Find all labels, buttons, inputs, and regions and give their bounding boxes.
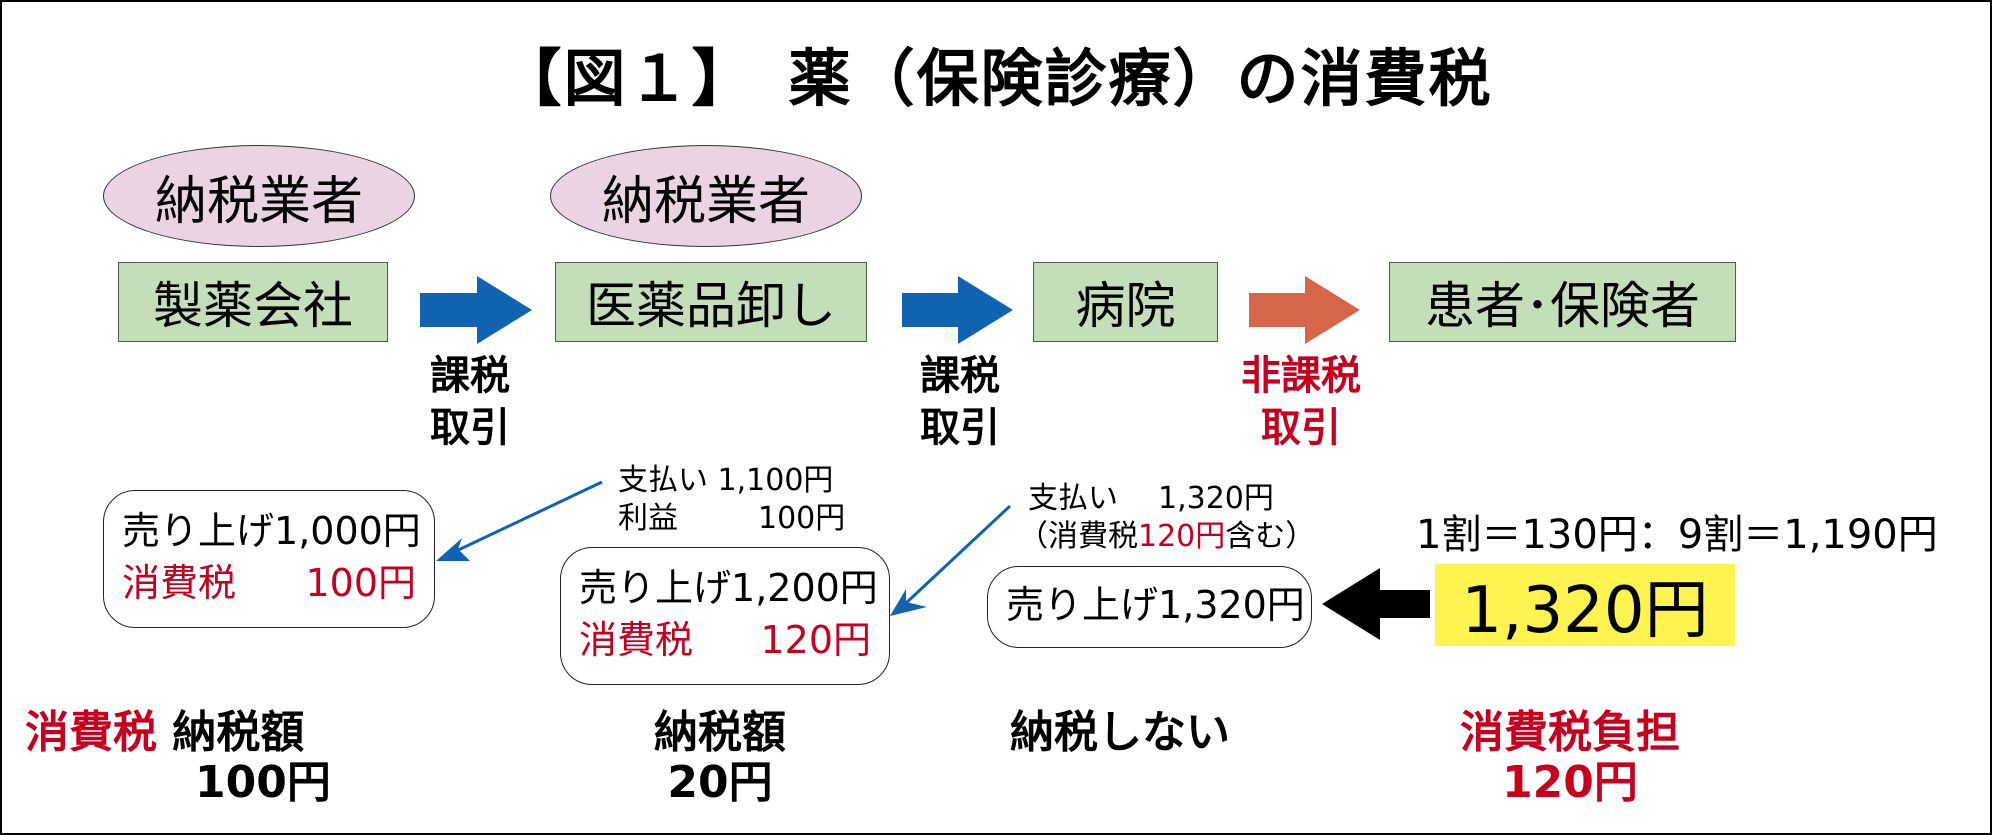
payment-pointer-1-head xyxy=(436,538,470,561)
summary-tax-paid-value: 20円 xyxy=(667,757,773,808)
summary-wholesaler: 納税額 20円 xyxy=(620,708,820,808)
patient-payment-arrow xyxy=(1322,568,1430,640)
transaction-label-3: 非課税 取引 xyxy=(1226,350,1376,454)
summary-tax-paid-label: 納税額 xyxy=(172,707,305,758)
payment-pointer-2-head xyxy=(890,589,927,616)
transaction-label-2-line2: 取引 xyxy=(920,405,1000,451)
transaction-label-1: 課税 取引 xyxy=(420,350,520,454)
payment-note-1-value: 1,100円 xyxy=(717,463,834,498)
payment-note-wholesaler: 支払い 1,100円 利益 100円 xyxy=(618,462,845,538)
summary-tax-paid-label: 納税額 xyxy=(654,707,786,758)
figure-title: 【図１】 薬（保険診療）の消費税 xyxy=(499,42,1493,115)
transaction-label-2: 課税 取引 xyxy=(910,350,1010,454)
payment-note-hospital: 支払い 1,320円 （消費税120円含む） xyxy=(1018,480,1315,556)
payment-pointer-1 xyxy=(451,480,603,555)
summary-tax-paid-value: 100円 xyxy=(195,757,331,808)
payment-note-2-label: 支払い xyxy=(1028,481,1118,516)
patient-split: 1割＝130円：9割＝1,190円 xyxy=(1416,512,1938,558)
payment-note-2-value: 1,320円 xyxy=(1158,481,1274,516)
payment-pointer-2 xyxy=(903,504,1012,606)
sales-label: 売り上げ xyxy=(122,509,275,553)
entity-patient-insurer: 患者･保険者 xyxy=(1389,262,1736,342)
transaction-label-1-line2: 取引 xyxy=(430,405,510,451)
summary-patient: 消費税負担 120円 xyxy=(1420,708,1720,808)
payment-note-1-label: 支払い xyxy=(618,463,708,498)
summary-manufacturer: 消費税 納税額 100円 xyxy=(25,708,345,808)
tax-value: 100円 xyxy=(305,561,416,605)
tax-label: 消費税 xyxy=(122,561,237,605)
entity-hospital: 病院 xyxy=(1033,262,1218,342)
payment-note-2-prefix: （消費税 xyxy=(1018,519,1138,554)
payment-note-2-tax: 120円 xyxy=(1138,519,1226,554)
profit-value: 100円 xyxy=(758,501,846,536)
sales-value: 1,200円 xyxy=(731,566,878,610)
transaction-label-1-line1: 課税 xyxy=(430,353,510,399)
taxpayer-label-wholesaler: 納税業者 xyxy=(550,145,862,247)
taxpayer-label-manufacturer: 納税業者 xyxy=(103,145,415,247)
transaction-label-3-line1: 非課税 xyxy=(1241,353,1361,399)
taxable-arrow-2 xyxy=(902,276,1013,344)
entity-wholesaler: 医薬品卸し xyxy=(555,262,867,342)
sales-value: 1,320円 xyxy=(1158,583,1305,627)
summary-tax-burden-value: 120円 xyxy=(1502,757,1638,808)
tax-label: 消費税 xyxy=(579,618,694,662)
entity-pharmaceutical-company: 製薬会社 xyxy=(118,262,388,342)
payment-note-2-suffix: 含む） xyxy=(1225,519,1316,554)
sales-value: 1,000円 xyxy=(274,509,421,553)
summary-consumption-tax-label: 消費税 xyxy=(25,707,157,758)
sales-label: 売り上げ xyxy=(579,566,732,610)
transaction-label-2-line1: 課税 xyxy=(920,353,1000,399)
summary-hospital: 納税しない xyxy=(1010,708,1270,758)
patient-payment: 1,320円 xyxy=(1435,564,1735,648)
summary-no-tax-label: 納税しない xyxy=(1010,707,1230,758)
transaction-label-3-line2: 取引 xyxy=(1261,405,1341,451)
tax-value: 120円 xyxy=(760,618,871,662)
profit-label: 利益 xyxy=(618,501,678,536)
non-taxable-arrow xyxy=(1249,276,1360,344)
sales-label: 売り上げ xyxy=(1006,583,1159,627)
summary-tax-burden-label: 消費税負担 xyxy=(1460,707,1680,758)
taxable-arrow-1 xyxy=(420,276,532,344)
